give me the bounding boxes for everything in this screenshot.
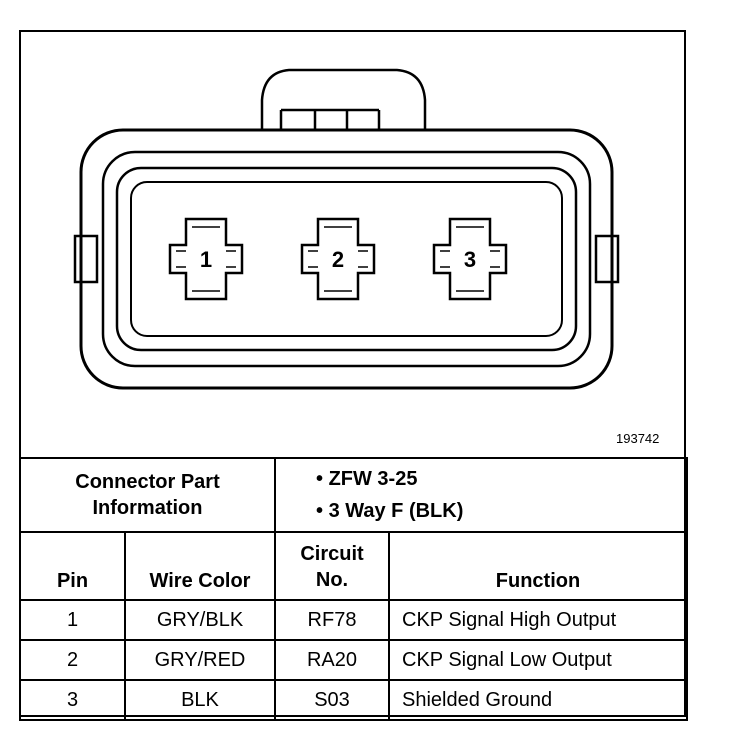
pin-number-label: 1 [200,247,212,272]
col-header-circuit-line2: No. [315,569,349,591]
cell-wire-color: GRY/BLK [124,599,276,641]
cell-circuit: S03 [274,679,390,721]
table-row: 3 BLK S03 Shielded Ground [19,679,689,721]
connector-diagram: 1 2 3 193742 [73,68,659,446]
col-header-circuit-line1: Circuit [300,543,364,565]
terminal-cavity-2: 2 [300,217,376,301]
locking-tab [260,68,427,132]
cell-wire-color: GRY/RED [124,639,276,681]
terminal-cavity-3: 3 [432,217,508,301]
connector-info-table: Connector Part Information • ZFW 3-25 • … [19,457,689,721]
pin-number-label: 3 [464,247,476,272]
cell-pin: 1 [19,599,126,641]
cell-circuit: RA20 [274,639,390,681]
cell-wire-color: BLK [124,679,276,721]
cell-function: CKP Signal High Output [387,599,689,641]
col-header-pin: Pin [19,531,126,601]
table-row: 1 GRY/BLK RF78 CKP Signal High Output [19,599,689,641]
part-info-item: • 3 Way F (BLK) [316,500,464,522]
cell-function: Shielded Ground [387,679,689,721]
part-info-label-text: Connector Part Information [75,471,220,519]
figure-id: 193742 [616,431,659,446]
col-header-circuit: Circuit No. [274,531,390,601]
part-info-label: Connector Part Information [19,457,276,533]
cell-pin: 2 [19,639,126,681]
cell-pin: 3 [19,679,126,721]
col-header-function: Function [387,531,689,601]
connector-housing [73,128,620,390]
cell-function: CKP Signal Low Output [387,639,689,681]
part-info-list: • ZFW 3-25 • 3 Way F (BLK) [273,457,689,533]
terminal-cavity-1: 1 [168,217,244,301]
part-info-item: • ZFW 3-25 [316,468,418,490]
table-row: 2 GRY/RED RA20 CKP Signal Low Output [19,639,689,681]
part-info-item-text: 3 Way F (BLK) [328,500,464,522]
table-header-row: Pin Wire Color Circuit No. Function [19,531,689,601]
part-info-item-text: ZFW 3-25 [328,468,418,490]
col-header-wire-color: Wire Color [124,531,276,601]
cell-circuit: RF78 [274,599,390,641]
pin-number-label: 2 [332,247,344,272]
